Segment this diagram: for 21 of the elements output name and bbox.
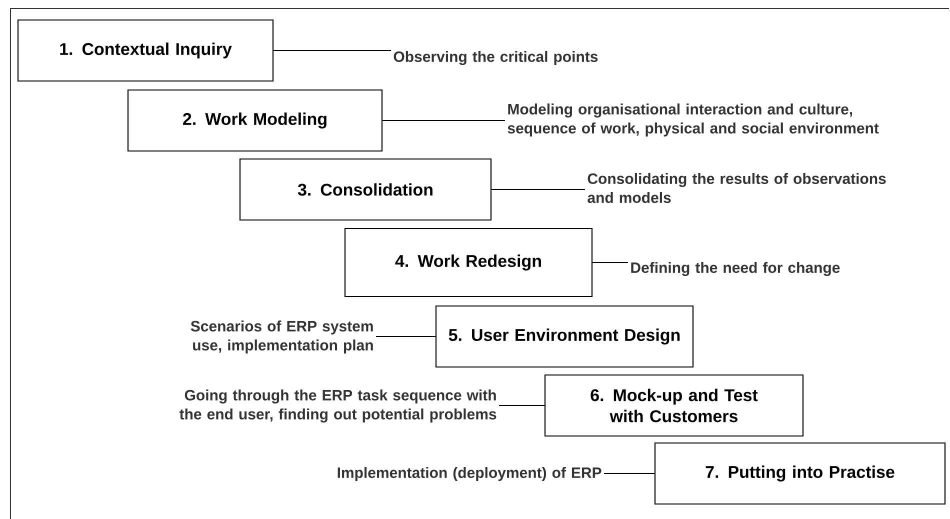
connector-line bbox=[491, 189, 586, 190]
description-text: Observing the critical points bbox=[394, 50, 598, 66]
description-text: Implementation (deployment) of ERP bbox=[338, 467, 602, 481]
step-box: 1. Contextual Inquiry bbox=[17, 19, 274, 82]
connector-line bbox=[273, 50, 392, 51]
connector-line bbox=[382, 120, 506, 121]
step-box: 5. User Environment Design bbox=[435, 305, 694, 368]
step-box: 3. Consolidation bbox=[239, 158, 492, 221]
step-box: 4. Work Redesign bbox=[344, 228, 593, 298]
step-box: 6. Mock-up and Test with Customers bbox=[544, 374, 804, 437]
connector-line bbox=[498, 405, 545, 406]
description-text: Defining the need for change bbox=[631, 262, 840, 276]
connector-line bbox=[376, 336, 436, 337]
connector-line bbox=[592, 262, 628, 263]
step-box: 2. Work Modeling bbox=[127, 89, 383, 152]
connector-line bbox=[604, 473, 655, 474]
description-text: Modeling organisational interaction and culture, sequence of work, physical and social environment bbox=[508, 104, 879, 136]
description-text: Consolidating the results of observations and models bbox=[588, 173, 886, 203]
description-text: Going through the ERP task sequence with the end user, finding out potential problems bbox=[180, 389, 496, 423]
step-box: 7. Putting into Practise bbox=[654, 442, 946, 505]
description-text: Scenarios of ERP system use, implementation plan bbox=[190, 320, 373, 354]
